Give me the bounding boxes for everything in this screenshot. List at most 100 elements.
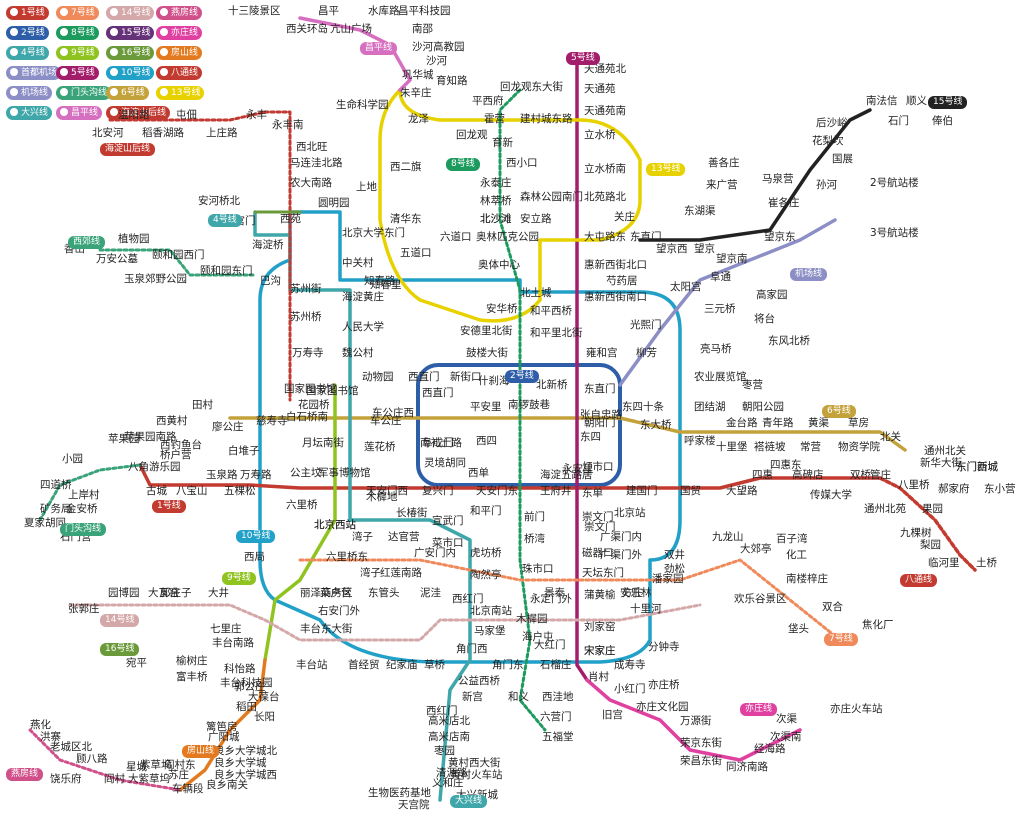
station-label: 石榴庄 [540,658,572,671]
line-10-loop [258,210,682,664]
station-label: 光熙门 [630,318,662,331]
station-label: 古城 [146,484,167,497]
station-label: 阎村东 [164,758,196,771]
station-label: 双合 [822,600,843,613]
legend-label: 7号线 [71,8,95,18]
station-label: 昌平科技园 [398,4,451,17]
station-label: 亦庄文化园 [636,700,689,713]
station-label: 水库路 [368,4,400,17]
station-label: 天通苑北 [584,62,626,75]
station-label: 和义 [508,691,529,703]
line-badge: 13号线 [646,163,686,176]
station-label: 次渠 [776,712,797,725]
station-label: 木樨地 [366,490,398,503]
station-label: 霍营 [484,112,505,125]
station-label: 上地 [356,180,377,193]
station-label: 车公庄 [370,414,402,427]
station-label: 天通苑 [584,82,616,95]
station-label: 苏州街 [290,282,322,295]
station-label: 宛平 [126,656,147,669]
station-label: 马连洼北路 [290,156,343,169]
line-badge: 西郊线 [68,236,106,249]
station-label: 马泉营 [762,172,794,185]
station-label: 崔各庄 [768,196,800,209]
line-badge: 1号线 [152,500,186,513]
station-label: 六营门 [540,710,572,723]
station-label: 清源路 [436,766,468,779]
legend-label: 八通线 [171,68,199,78]
station-label: 六里桥东 [326,550,368,563]
station-label: 稻香湖路 [142,126,184,139]
station-label: 枣园 [434,745,455,757]
station-label: 丰台东大街 [300,622,353,635]
station-label: 白石桥南 [286,410,328,423]
station-label: 临河里 [928,556,960,569]
legend-item: 1号线 [6,6,49,20]
station-label: 西红门 [452,592,484,605]
station-label: 矿务局 [40,502,72,515]
station-label: 白堆子 [228,444,260,457]
station-label: 东直门 [584,382,616,395]
legend-dot [110,8,118,16]
legend-item: 10号线 [106,66,155,80]
station-label: 2号航站楼 [870,176,919,189]
legend-dot [160,68,168,76]
station-label: 四惠东 [770,458,802,471]
legend-item: 门头沟线 [56,86,112,100]
station-label: 沙河 [426,55,447,67]
station-label: 东门新城 [956,460,998,473]
line-4-daxing [253,210,472,802]
station-label: 西红门 [426,704,458,717]
line-xijiao [98,248,257,277]
station-label: 亮马桥 [700,342,732,355]
legend-dot [10,48,18,56]
station-label: 东风北桥 [768,334,810,347]
line-yanfang [28,728,182,792]
line-badge: 门头沟线 [60,523,107,536]
station-label: 潘家园 [652,572,684,585]
station-label: 角门东 [492,658,524,671]
station-label: 高家园 [756,288,788,301]
station-label: 褡裢坡 [754,440,786,453]
legend-item: 4号线 [6,46,49,60]
station-label: 柳芳 [636,346,657,359]
line-badge: 机场线 [790,268,828,281]
station-label: 立水桥南 [584,162,626,175]
station-label: 管庄 [870,468,891,481]
station-label: 安华桥 [486,302,518,315]
station-label: 永安里 [562,462,594,475]
station-label: 景泰 [544,586,565,599]
legend-dot [110,48,118,56]
station-label: 四惠 [752,468,773,481]
line-8 [498,88,547,732]
station-label: 菜市口 [432,536,464,549]
station-label: 北沙滩 [480,212,512,225]
station-label: 宋家庄 [584,644,616,657]
station-label: 高米店北 [428,714,470,727]
station-label: 惠新西街南口 [584,290,647,303]
station-label: 达官营 [388,530,420,543]
legend-label: 15号线 [121,28,151,38]
station-label: 田村 [192,398,213,411]
legend-label: 燕房线 [171,8,199,18]
station-label: 草房 [848,416,869,429]
station-label: 阜通 [710,270,731,283]
station-label: 西钓鱼台 [160,438,202,451]
station-label: 魏公村 [342,346,374,359]
station-label: 八宝山 [176,484,208,497]
station-label: 良乡南关 [206,778,248,791]
station-label: 玉泉路 [206,468,238,481]
station-label: 平安里 [470,400,502,413]
legend-dot [160,48,168,56]
station-label: 知春里 [370,278,402,291]
station-label: 龙泽 [408,112,429,125]
station-label: 大瓦窑 [148,586,180,599]
station-label: 首经贸 [348,658,380,671]
station-label: 五道口 [400,246,432,259]
station-label: 丰台南路 [212,636,254,649]
station-label: 物资学院 [838,440,880,453]
station-label: 立水桥 [584,128,616,141]
legend-item: 八通线 [156,66,203,80]
line-batong [878,476,977,572]
